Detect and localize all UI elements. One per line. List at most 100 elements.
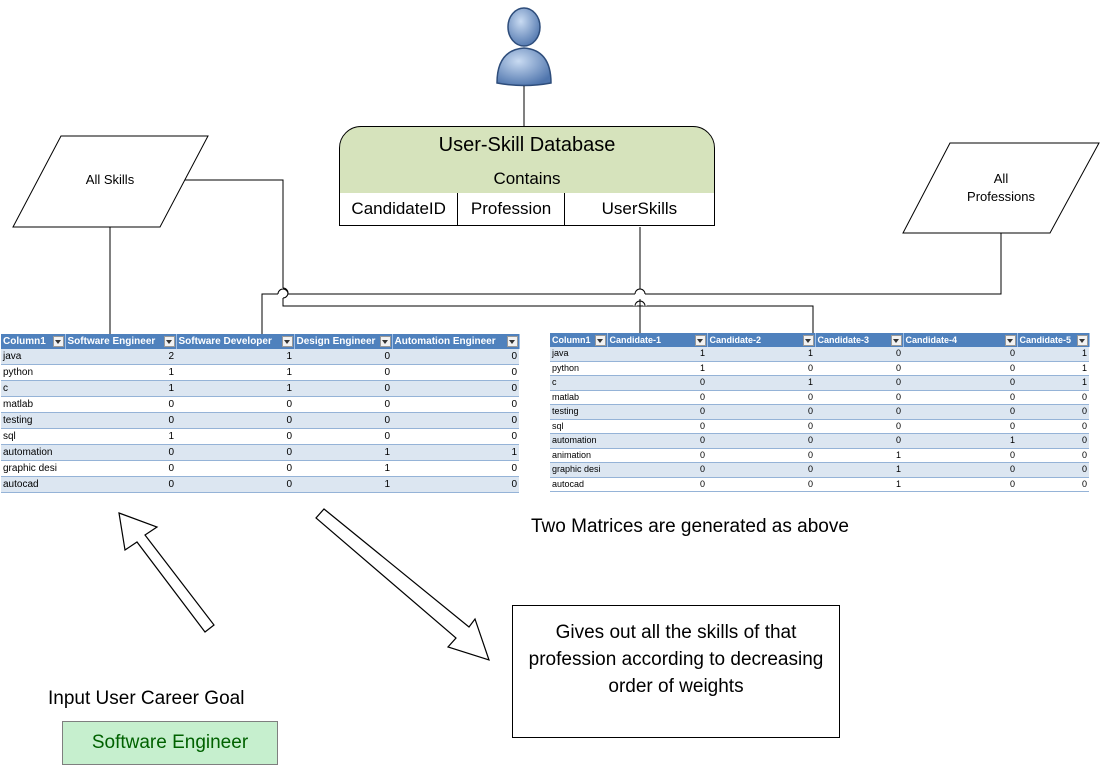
skill-cell: c bbox=[550, 375, 607, 391]
value-cell: 0 bbox=[903, 462, 1017, 478]
value-cell: 0 bbox=[607, 448, 707, 463]
value-cell: 0 bbox=[392, 428, 519, 445]
matrices-caption: Two Matrices are generated as above bbox=[531, 516, 849, 537]
user-skill-database: User-Skill Database Contains CandidateID… bbox=[339, 126, 715, 227]
value-cell: 0 bbox=[815, 347, 903, 362]
value-cell: 0 bbox=[392, 380, 519, 397]
column-header[interactable]: Candidate-3 bbox=[815, 333, 904, 347]
value-cell: 0 bbox=[707, 462, 815, 478]
filter-dropdown-icon[interactable] bbox=[1076, 335, 1088, 346]
column-header-label: Design Engineer bbox=[296, 336, 376, 347]
value-cell: 0 bbox=[903, 404, 1017, 420]
skill-cell: c bbox=[1, 380, 65, 397]
column-header[interactable]: Automation Engineer bbox=[392, 334, 520, 349]
database-subtitle: Contains bbox=[339, 164, 715, 194]
value-cell: 0 bbox=[176, 460, 294, 477]
value-cell: 1 bbox=[294, 476, 392, 493]
column-header[interactable]: Candidate-4 bbox=[903, 333, 1018, 347]
filter-dropdown-icon[interactable] bbox=[594, 335, 606, 346]
database-fields: CandidateID Profession UserSkills bbox=[339, 193, 715, 226]
value-cell: 1 bbox=[65, 380, 176, 397]
column-header[interactable]: Software Developer bbox=[176, 334, 295, 349]
filter-dropdown-icon[interactable] bbox=[890, 335, 902, 346]
value-cell: 0 bbox=[65, 396, 176, 413]
value-cell: 0 bbox=[903, 361, 1017, 376]
value-cell: 0 bbox=[1017, 390, 1089, 405]
value-cell: 1 bbox=[65, 428, 176, 445]
value-cell: 0 bbox=[65, 444, 176, 461]
skill-cell: testing bbox=[550, 404, 607, 420]
column-header[interactable]: Candidate-1 bbox=[607, 333, 708, 347]
value-cell: 1 bbox=[815, 462, 903, 478]
value-cell: 0 bbox=[294, 428, 392, 445]
column-header-label: Column1 bbox=[552, 335, 591, 345]
skill-cell: testing bbox=[1, 412, 65, 429]
value-cell: 0 bbox=[294, 349, 392, 365]
value-cell: 0 bbox=[65, 460, 176, 477]
value-cell: 0 bbox=[176, 396, 294, 413]
column-header-label: Candidate-2 bbox=[709, 335, 762, 345]
value-cell: 0 bbox=[65, 476, 176, 493]
filter-dropdown-icon[interactable] bbox=[1004, 335, 1016, 346]
value-cell: 0 bbox=[815, 390, 903, 405]
filter-dropdown-icon[interactable] bbox=[281, 336, 293, 347]
filter-dropdown-icon[interactable] bbox=[694, 335, 706, 346]
value-cell: 1 bbox=[815, 477, 903, 492]
column-header[interactable]: Candidate-5 bbox=[1017, 333, 1090, 347]
value-cell: 1 bbox=[294, 444, 392, 461]
value-cell: 0 bbox=[815, 433, 903, 449]
value-cell: 2 bbox=[65, 349, 176, 365]
all-professions-label: All Professions bbox=[950, 170, 1052, 206]
career-goal-input[interactable]: Software Engineer bbox=[62, 721, 278, 765]
value-cell: 0 bbox=[815, 375, 903, 391]
value-cell: 0 bbox=[1017, 448, 1089, 463]
value-cell: 0 bbox=[707, 419, 815, 434]
column-header[interactable]: Candidate-2 bbox=[707, 333, 816, 347]
value-cell: 1 bbox=[903, 433, 1017, 449]
skill-cell: autocad bbox=[550, 477, 607, 492]
skill-cell: autocad bbox=[1, 476, 65, 493]
value-cell: 1 bbox=[392, 444, 519, 461]
value-cell: 0 bbox=[707, 433, 815, 449]
column-header[interactable]: Column1 bbox=[1, 334, 66, 349]
value-cell: 0 bbox=[903, 347, 1017, 362]
filter-dropdown-icon[interactable] bbox=[163, 336, 175, 347]
value-cell: 0 bbox=[392, 349, 519, 365]
column-header[interactable]: Design Engineer bbox=[294, 334, 393, 349]
column-header[interactable]: Software Engineer bbox=[65, 334, 177, 349]
filter-dropdown-icon[interactable] bbox=[379, 336, 391, 347]
field-user-skills: UserSkills bbox=[601, 199, 678, 218]
skill-cell: java bbox=[1, 349, 65, 365]
value-cell: 0 bbox=[707, 390, 815, 405]
field-profession: Profession bbox=[458, 193, 565, 225]
filter-dropdown-icon[interactable] bbox=[802, 335, 814, 346]
skill-cell: automation bbox=[1, 444, 65, 461]
column-header[interactable]: Column1 bbox=[550, 333, 608, 347]
filter-dropdown-icon[interactable] bbox=[506, 336, 518, 347]
value-cell: 1 bbox=[607, 347, 707, 362]
value-cell: 0 bbox=[176, 412, 294, 429]
value-cell: 0 bbox=[607, 433, 707, 449]
skill-cell: sql bbox=[550, 419, 607, 434]
value-cell: 0 bbox=[607, 462, 707, 478]
value-cell: 0 bbox=[65, 412, 176, 429]
filter-dropdown-icon[interactable] bbox=[52, 336, 64, 347]
skill-cell: python bbox=[1, 364, 65, 381]
value-cell: 1 bbox=[815, 448, 903, 463]
